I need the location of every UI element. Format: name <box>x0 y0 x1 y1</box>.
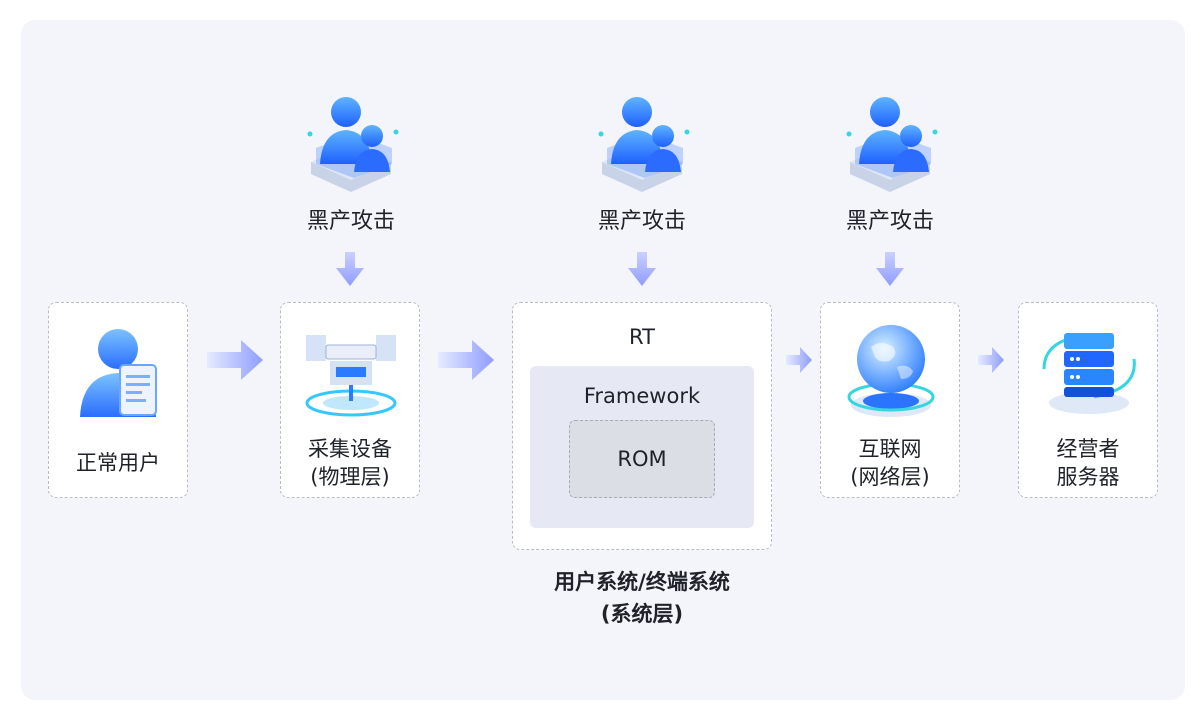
user-document-icon <box>74 325 164 425</box>
attack-group-3: 黑产攻击 <box>825 92 955 236</box>
system-caption: 用户系统/终端系统 (系统层) <box>512 566 772 630</box>
attack-label: 黑产攻击 <box>306 209 395 234</box>
hacker-group-icon <box>835 92 945 202</box>
device-label-line1: 采集设备 <box>308 437 392 461</box>
globe-network-icon <box>841 317 941 421</box>
internet-node: 互联网 (网络层) <box>820 302 960 498</box>
attack-group-2: 黑产攻击 <box>577 92 707 236</box>
framework-label: Framework <box>583 384 701 408</box>
internet-label-line1: 互联网 <box>858 437 922 461</box>
down-arrow-icon <box>336 252 364 286</box>
server-node: 经营者 服务器 <box>1018 302 1158 498</box>
rt-label: RT <box>629 325 655 349</box>
right-arrow-icon <box>438 340 494 380</box>
system-node: RT Framework ROM <box>512 302 772 550</box>
attack-label: 黑产攻击 <box>845 209 934 234</box>
normal-user-node: 正常用户 <box>48 302 188 498</box>
device-label: 采集设备 (物理层) <box>281 435 419 491</box>
system-caption-line2: (系统层) <box>600 602 684 626</box>
device-label-line2: (物理层) <box>310 465 390 489</box>
system-caption-line1: 用户系统/终端系统 <box>554 570 730 594</box>
internet-label: 互联网 (网络层) <box>821 435 959 491</box>
normal-user-label: 正常用户 <box>76 451 160 475</box>
right-arrow-icon <box>207 340 263 380</box>
down-arrow-icon <box>876 252 904 286</box>
internet-label-line2: (网络层) <box>850 465 930 489</box>
server-label-line1: 经营者 <box>1056 437 1120 461</box>
collection-device-icon <box>296 319 406 419</box>
rom-label: ROM <box>617 447 667 471</box>
right-arrow-icon <box>786 347 812 373</box>
right-arrow-icon <box>978 347 1004 373</box>
attack-label: 黑产攻击 <box>597 209 686 234</box>
rom-box: ROM <box>569 420 715 498</box>
hacker-group-icon <box>296 92 406 202</box>
server-stack-icon <box>1034 319 1144 419</box>
server-label-line2: 服务器 <box>1056 465 1120 489</box>
framework-frame: Framework ROM <box>530 366 754 528</box>
attack-group-1: 黑产攻击 <box>286 92 416 236</box>
server-label: 经营者 服务器 <box>1019 435 1157 491</box>
collection-device-node: 采集设备 (物理层) <box>280 302 420 498</box>
down-arrow-icon <box>628 252 656 286</box>
hacker-group-icon <box>587 92 697 202</box>
